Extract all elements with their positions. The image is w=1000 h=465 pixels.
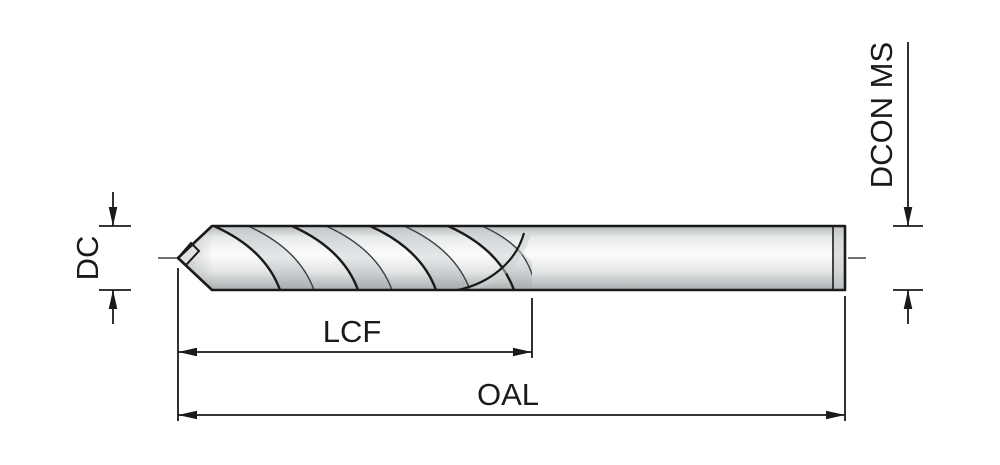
dimension-dcon [893, 42, 923, 324]
oal-arrow-left [178, 410, 197, 420]
dimension-dc [99, 192, 131, 324]
dc-arrow-up [108, 290, 118, 309]
lcf-arrow-left [178, 347, 197, 357]
drill-outline [176, 224, 847, 292]
dc-label: DC [70, 236, 105, 281]
dcon-label: DCON MS [864, 42, 899, 188]
drill-body [176, 224, 847, 292]
dimension-lcf [177, 268, 533, 421]
drill-flutes [213, 226, 532, 290]
lcf-label: LCF [323, 314, 382, 349]
dimension-oal [178, 296, 846, 421]
lcf-arrow-right [513, 347, 532, 357]
oal-label: OAL [477, 377, 539, 412]
dcon-arrow-up [903, 290, 913, 309]
dcon-arrow-down [903, 207, 913, 226]
flute-runout [457, 232, 531, 292]
dc-arrow-down [108, 207, 118, 226]
oal-arrow-right [826, 410, 845, 420]
drill-tip-shade [178, 226, 212, 290]
shank-end-face [833, 226, 845, 290]
